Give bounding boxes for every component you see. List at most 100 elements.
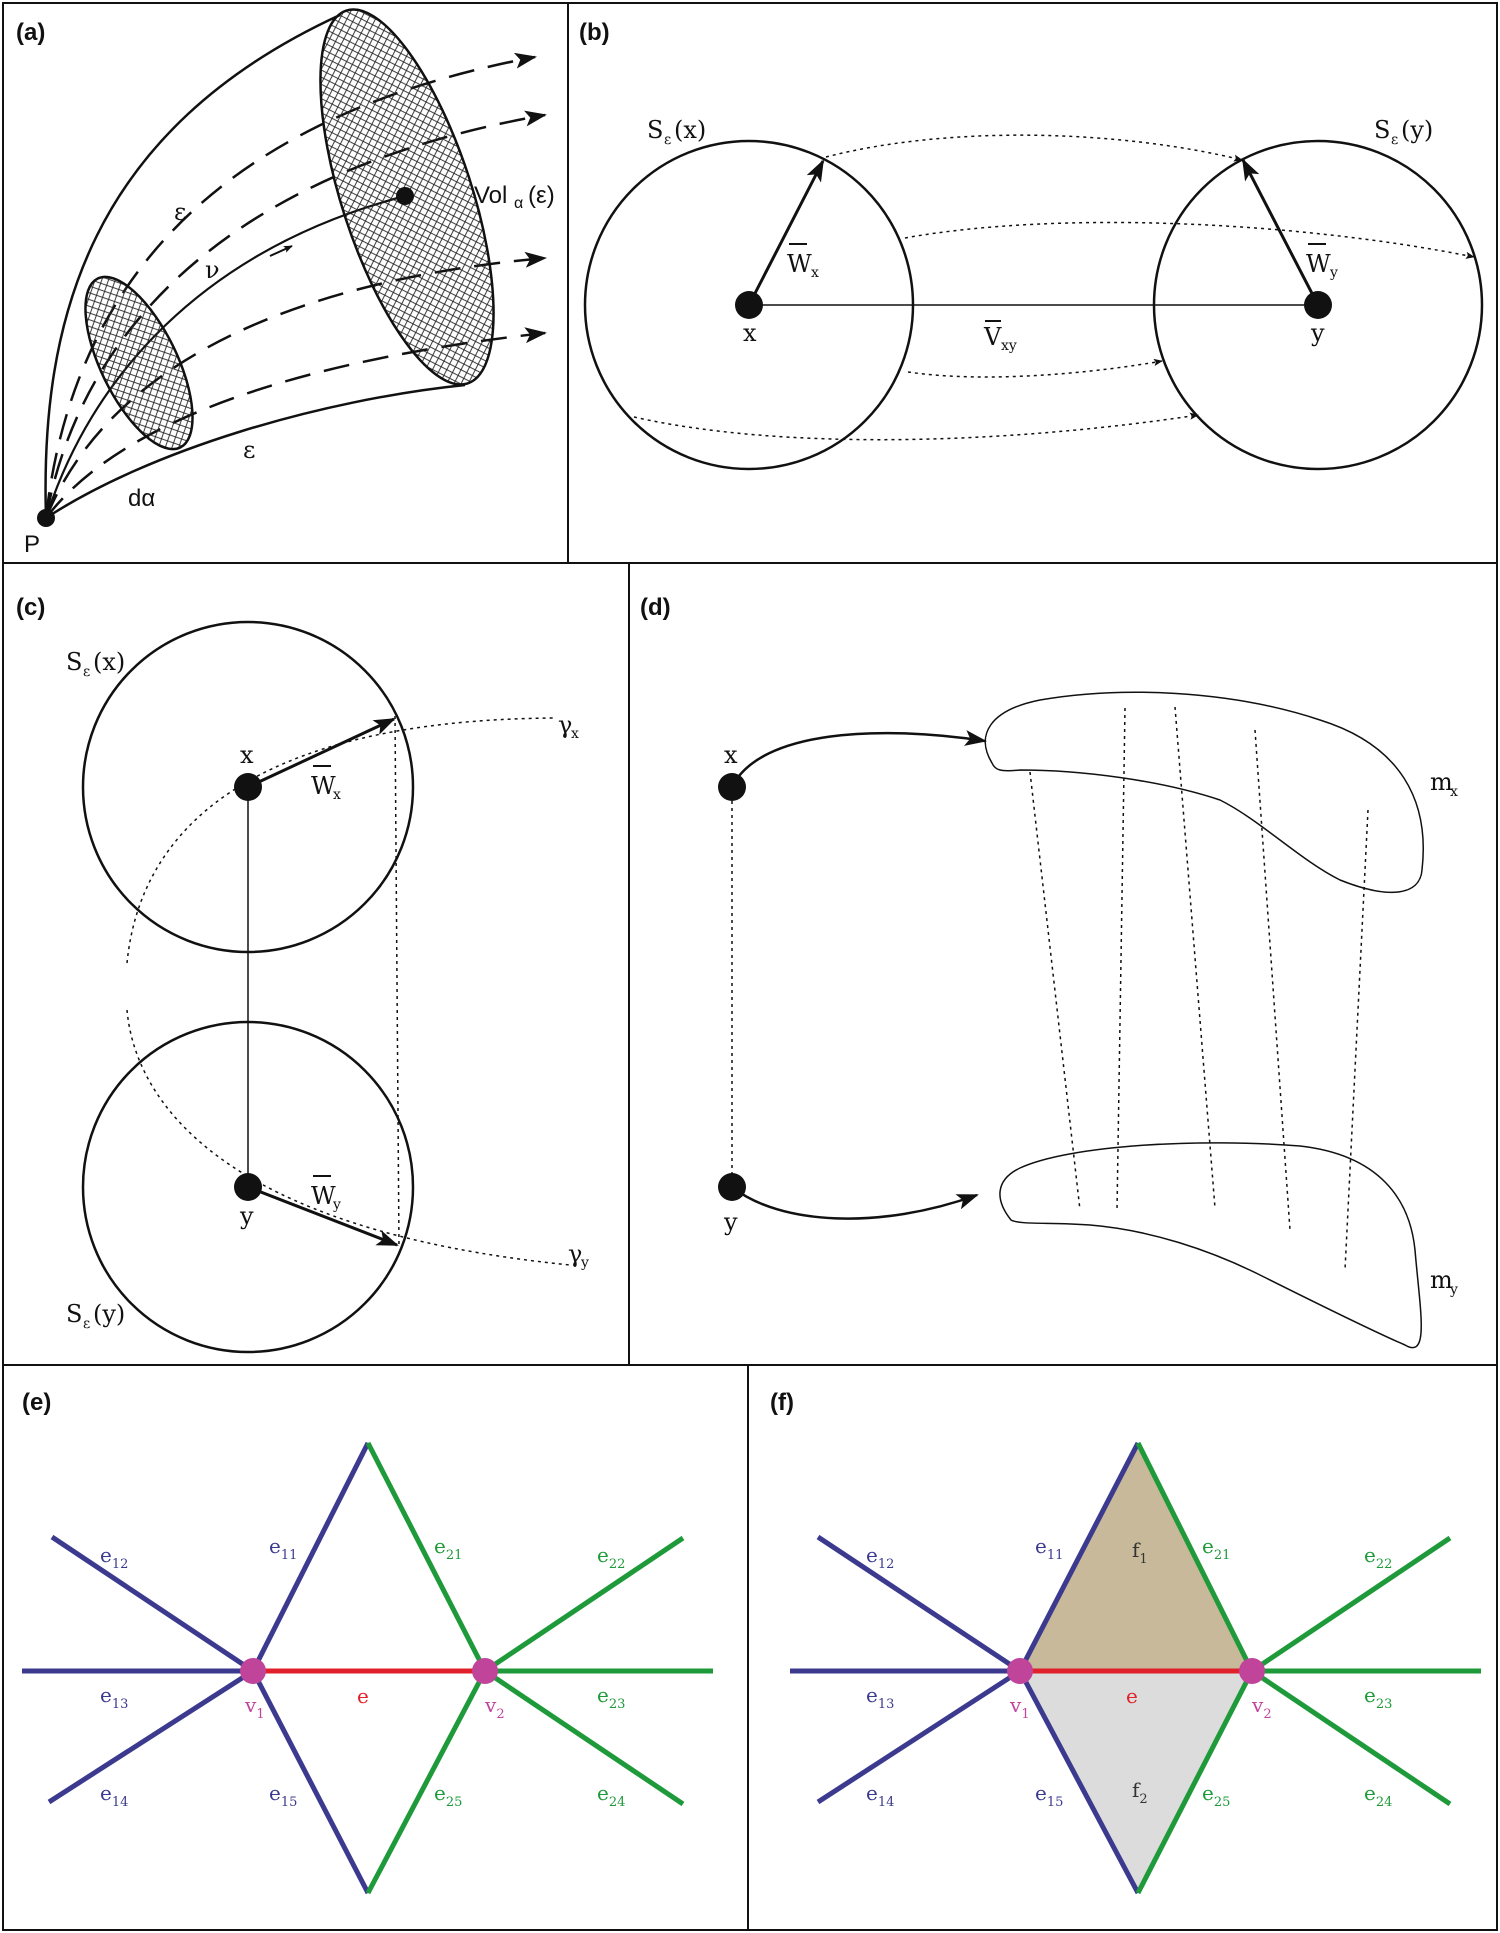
svg-text:(y): (y)	[93, 1300, 125, 1328]
panel-d: (d) x y m x m y	[640, 594, 1458, 1349]
svg-text:α: α	[514, 195, 523, 212]
panel-c: (c) S ε (x) S ε (y) x y W x	[16, 594, 589, 1354]
svg-text:xy: xy	[1001, 338, 1017, 354]
svg-text:Vol: Vol	[474, 182, 507, 209]
coupling-lines	[1029, 706, 1369, 1271]
s-eps-x-label: S ε (x)	[647, 116, 706, 148]
panel-f-label: (f)	[770, 1389, 794, 1416]
svg-text:γ: γ	[568, 1240, 582, 1268]
s-eps-y-label: S ε (y)	[1374, 116, 1433, 148]
panel-b-label: (b)	[579, 19, 610, 46]
point-y-label: y	[1310, 319, 1325, 347]
vector-wx	[247, 717, 396, 789]
label-e15: e15	[1035, 1781, 1063, 1810]
face-f1	[1020, 1443, 1252, 1671]
label-e22: e22	[1364, 1543, 1392, 1572]
label-e: e	[1126, 1684, 1138, 1708]
point-y	[234, 1173, 262, 1201]
point-p	[37, 509, 55, 527]
svg-text:(y): (y)	[1401, 116, 1433, 144]
svg-text:V: V	[983, 323, 1002, 351]
svg-text:x: x	[811, 265, 819, 281]
gamma-x-label: γ x	[558, 711, 579, 742]
label-e23: e23	[1364, 1683, 1392, 1712]
svg-text:x: x	[333, 787, 341, 803]
svg-text:(x): (x)	[674, 116, 706, 144]
svg-text:ε: ε	[664, 132, 671, 148]
v2-edges	[1135, 1441, 1481, 1895]
point-x-label: x	[724, 741, 738, 769]
mx-label: m x	[1430, 768, 1458, 800]
svg-text:y: y	[1449, 1282, 1458, 1298]
wx-label: W x	[311, 765, 341, 803]
nu-direction-arrow	[269, 245, 293, 257]
epsilon-bottom-label: ε	[243, 436, 255, 464]
svg-text:W: W	[787, 250, 812, 278]
svg-text:(ε): (ε)	[528, 182, 555, 209]
panel-a: (a) ε ε ν dα P Vol α (ε)	[16, 8, 555, 558]
svg-text:W: W	[311, 772, 336, 800]
label-e12: e12	[866, 1543, 894, 1572]
label-f1: f1	[1132, 1538, 1148, 1567]
label-e21: e21	[1202, 1534, 1230, 1563]
label-e21: e21	[434, 1534, 462, 1563]
s-eps-y-label: S ε (y)	[66, 1300, 125, 1332]
point-y	[718, 1173, 746, 1201]
panel-e: (e) e12 e11 e13 e14 e15	[22, 1389, 713, 1895]
svg-text:γ: γ	[558, 711, 572, 739]
map-y-arrow	[731, 1186, 979, 1220]
point-x	[234, 773, 262, 801]
panel-d-label: (d)	[640, 594, 671, 621]
panel-f: (f) e12 e11 e13 e14 e15	[770, 1389, 1481, 1895]
point-x	[718, 773, 746, 801]
vector-wy	[247, 1185, 399, 1247]
svg-text:W: W	[311, 1182, 336, 1210]
svg-text:x: x	[1450, 784, 1458, 800]
point-x-label: x	[240, 741, 254, 769]
gamma-y-label: γ y	[568, 1240, 589, 1271]
epsilon-top-label: ε	[174, 198, 186, 226]
v1-edges	[790, 1441, 1141, 1895]
tube-lower-boundary	[45, 383, 466, 520]
svg-text:y: y	[1329, 265, 1338, 281]
vector-wy	[1241, 158, 1320, 306]
label-e14: e14	[100, 1781, 128, 1810]
point-x	[735, 291, 763, 319]
label-e24: e24	[1364, 1781, 1392, 1810]
label-v1: v1	[244, 1693, 265, 1722]
face-f2	[1020, 1671, 1252, 1893]
v1-edges	[22, 1441, 371, 1895]
point-y	[1304, 291, 1332, 319]
label-e11: e11	[1035, 1534, 1063, 1563]
svg-text:m: m	[1430, 768, 1453, 796]
v2-edges	[365, 1441, 713, 1895]
svg-text:S: S	[66, 648, 82, 676]
tube-upper-boundary	[44, 13, 341, 519]
label-e11: e11	[269, 1534, 297, 1563]
vertex-v2	[1239, 1658, 1265, 1684]
svg-text:S: S	[66, 1300, 82, 1328]
panel-e-label: (e)	[22, 1389, 51, 1416]
svg-text:y: y	[580, 1255, 589, 1271]
label-f2: f2	[1132, 1778, 1148, 1807]
label-e23: e23	[597, 1683, 625, 1712]
label-e25: e25	[1202, 1781, 1230, 1810]
label-v2: v2	[1251, 1693, 1272, 1722]
geodesic-nu	[44, 194, 406, 519]
label-e25: e25	[434, 1781, 462, 1810]
svg-text:W: W	[1306, 250, 1331, 278]
vertex-v2	[472, 1658, 498, 1684]
label-v2: v2	[484, 1693, 505, 1722]
svg-text:ε: ε	[83, 1316, 90, 1332]
small-cross-section	[84, 275, 194, 451]
svg-text:ε: ε	[1391, 132, 1398, 148]
label-e12: e12	[100, 1543, 128, 1572]
panel-c-label: (c)	[16, 594, 45, 621]
transport-paths	[633, 134, 1475, 441]
label-e: e	[357, 1684, 369, 1708]
svg-text:y: y	[332, 1197, 341, 1213]
dotted-curves	[126, 715, 571, 1266]
label-e24: e24	[597, 1781, 625, 1810]
label-e14: e14	[866, 1781, 894, 1810]
vertex-v1	[1007, 1658, 1033, 1684]
